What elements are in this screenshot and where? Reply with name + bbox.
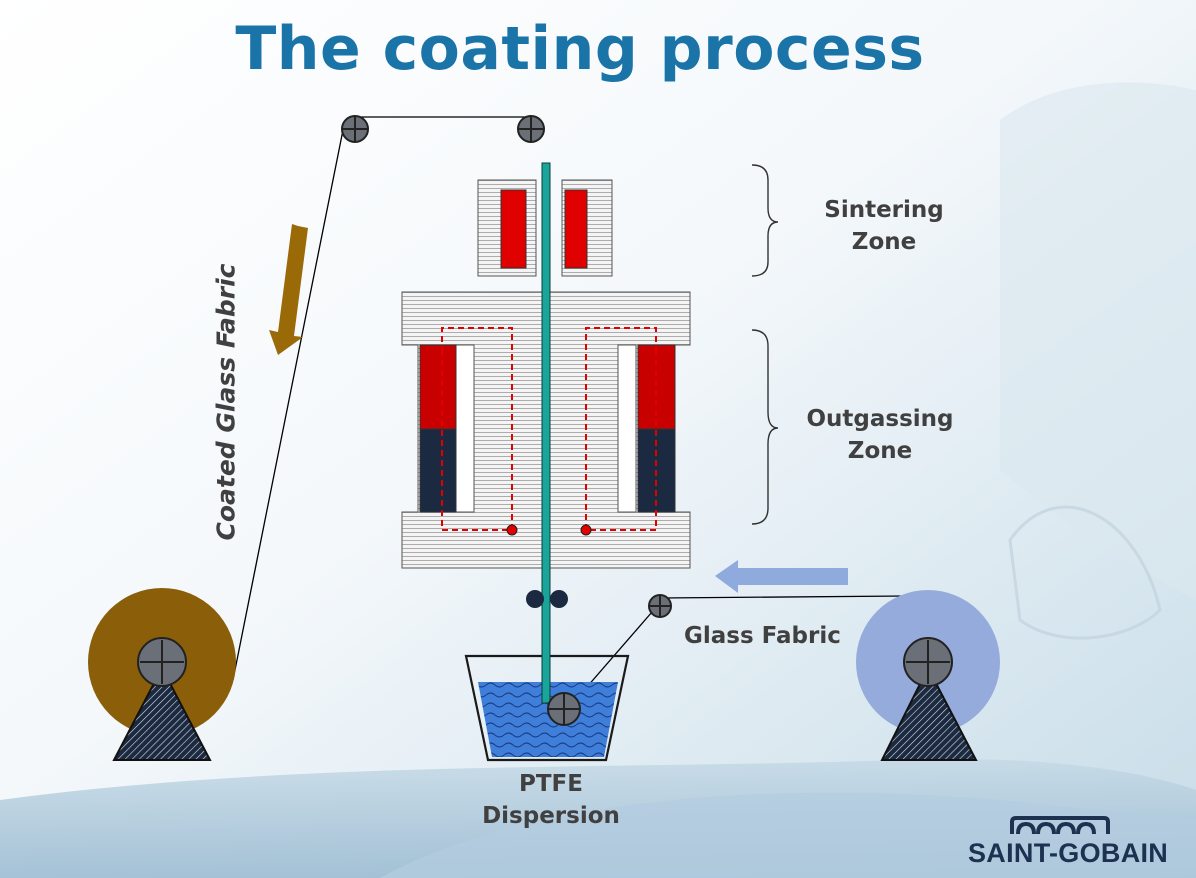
saint-gobain-logo — [1010, 816, 1110, 835]
arrow-icon — [269, 224, 308, 355]
sintering-label-line1: Sintering — [824, 197, 944, 223]
outgassing-label-line1: Outgassing — [806, 406, 954, 432]
outgassing-zone-label: Outgassing Zone — [796, 403, 964, 467]
sintering-label-line2: Zone — [851, 229, 917, 255]
outgassing-bracket — [751, 329, 779, 525]
ptfe-label-line2: Dispersion — [482, 803, 620, 829]
pulley-icon — [341, 115, 369, 143]
page-title: The coating process — [235, 14, 925, 84]
coated-fabric-roll — [88, 588, 236, 761]
glass-fabric-roll — [856, 590, 1000, 761]
coated-glass-fabric-label: Coated Glass Fabric — [211, 263, 241, 541]
ptfe-label-line1: PTFE — [519, 771, 583, 797]
ptfe-dispersion-label: PTFE Dispersion — [470, 768, 632, 832]
fabric-strip — [541, 162, 551, 704]
saint-gobain-logo-text: SAINT-GOBAIN — [968, 838, 1169, 868]
sintering-zone-label: Sintering Zone — [810, 194, 958, 258]
nip-roller-icon — [550, 590, 568, 608]
outgassing-label-line2: Zone — [847, 438, 913, 464]
nip-roller-icon — [526, 590, 544, 608]
glass-fabric-label: Glass Fabric — [684, 623, 841, 649]
sintering-bracket — [751, 164, 779, 277]
sintering-oven — [477, 179, 613, 277]
reel-stand-icon — [112, 665, 212, 761]
arrow-icon — [715, 560, 848, 593]
reel-stand-icon — [880, 665, 978, 761]
pulley-icon — [648, 594, 672, 618]
dip-bath — [464, 654, 630, 762]
pulley-icon — [547, 692, 581, 726]
pulley-icon — [517, 115, 545, 143]
